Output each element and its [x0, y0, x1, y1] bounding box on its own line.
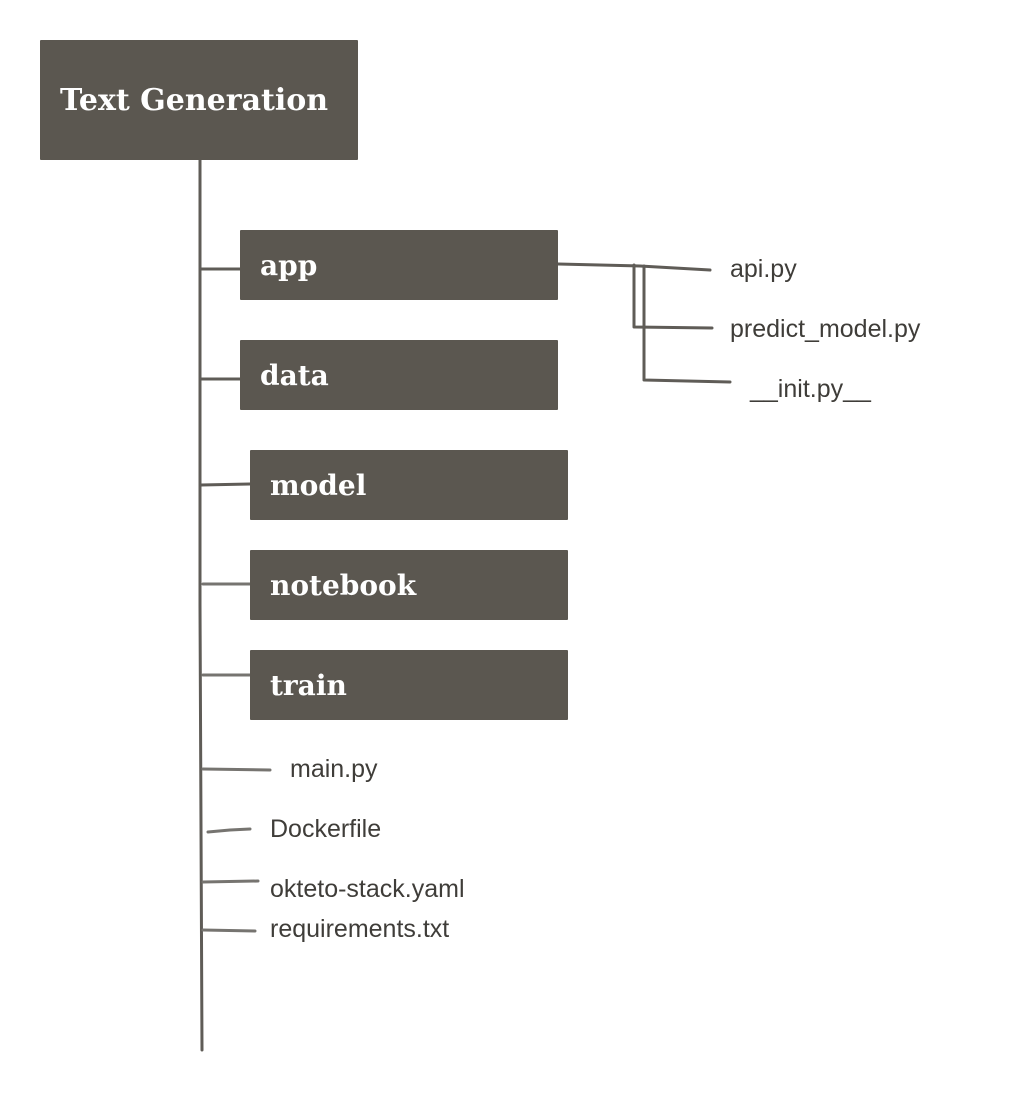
folder-app-label: app [260, 248, 318, 282]
file-requirements: requirements.txt [270, 915, 450, 943]
branch-requirements [201, 928, 257, 933]
branch-model [199, 482, 252, 487]
root-folder-box: Text Generation [40, 40, 358, 160]
file-predict-model: predict_model.py [730, 315, 921, 343]
folder-train-label: train [270, 668, 347, 702]
branch-api [556, 262, 712, 272]
folder-model-label: model [270, 468, 367, 502]
trunk-line [198, 158, 204, 1052]
folder-model-box: model [250, 450, 568, 520]
file-main: main.py [290, 755, 378, 783]
folder-app-box: app [240, 230, 558, 300]
folder-data-box: data [240, 340, 558, 410]
branch-dockerfile [206, 827, 252, 834]
folder-data-label: data [260, 358, 329, 392]
file-okteto-stack: okteto-stack.yaml [270, 875, 465, 903]
branch-main [201, 767, 272, 772]
branch-okteto [201, 879, 260, 884]
root-folder-label: Text Generation [60, 82, 329, 118]
folder-notebook-box: notebook [250, 550, 568, 620]
file-api: api.py [730, 255, 797, 283]
file-dockerfile: Dockerfile [270, 815, 382, 843]
file-init: __init.py__ [750, 375, 871, 403]
branch-init [642, 264, 732, 384]
folder-notebook-label: notebook [270, 568, 417, 602]
branch-predict-model [632, 263, 714, 330]
folder-train-box: train [250, 650, 568, 720]
